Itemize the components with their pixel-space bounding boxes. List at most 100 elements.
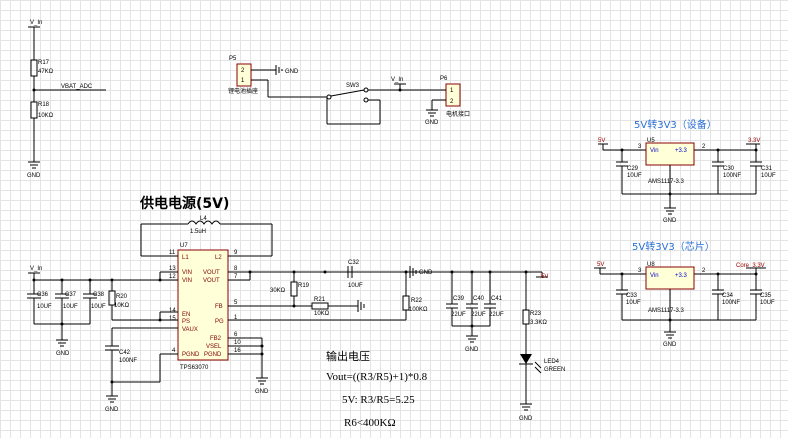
u5-ref: U5 — [647, 138, 655, 144]
u7-pnum-4: 4 — [172, 348, 176, 354]
led-green — [520, 354, 532, 364]
u7-pin-vin1: VIN — [182, 270, 192, 276]
u7-pin-fb: FB — [215, 304, 223, 310]
u7-pin-vin2: VIN — [182, 278, 192, 284]
title-ldo-chip: 5V转3V3（芯片） — [632, 240, 715, 253]
c32-value: 10UF — [348, 283, 363, 289]
r19-value: 30KΩ — [270, 288, 286, 294]
u7-pin-fb2: FB2 — [210, 336, 222, 342]
c41-ref: C41 — [491, 296, 503, 302]
c42-value: 100NF — [119, 358, 137, 364]
gnd-label-c32: GND — [419, 270, 433, 276]
u8-pin3: 3 — [638, 268, 642, 274]
buck-boost-converter: L4 1.5uH U7 TPS63070 L1 VIN VIN EN PS VA… — [27, 216, 565, 422]
u8-pin2: 2 — [702, 268, 706, 274]
r23-value: 3.3KΩ — [530, 320, 547, 326]
net-label-v-in-1: V_In — [30, 20, 42, 26]
note-r6: R6<400KΩ — [344, 417, 396, 429]
r23-ref: R23 — [530, 311, 542, 317]
c35-value: 10UF — [760, 300, 775, 306]
c36-value: 10UF — [37, 304, 52, 310]
u5-vout: +3.3 — [675, 148, 688, 154]
u7-pnum-14: 14 — [169, 308, 176, 314]
c39-value: 22UF — [451, 312, 466, 318]
note-output-voltage: 输出电压 — [326, 349, 370, 363]
p5-pin1: 1 — [241, 78, 245, 84]
net-label-v-in-2: V_In — [391, 77, 403, 83]
u7-pin-vaux: VAUX — [182, 327, 198, 333]
battery-divider: V_In R17 47KΩ VBAT_ADC R18 10KΩ GND — [27, 20, 106, 179]
voltage-notes: 输出电压 Vout=((R3/R5)+1)*0.8 5V: R3/R5=5.25… — [326, 349, 428, 429]
u7-pnum-13: 13 — [169, 266, 176, 272]
title-ldo-device: 5V转3V3（设备） — [634, 118, 717, 131]
net-label-3v3: 3.3V — [748, 138, 760, 144]
connector-p6 — [445, 83, 461, 107]
gnd-label-u7: GND — [255, 389, 269, 395]
p6-ref: P6 — [440, 76, 448, 82]
u7-pin-l2: L2 — [215, 255, 222, 261]
u7-pnum-12: 12 — [169, 274, 176, 280]
p5-pin2: 2 — [241, 68, 245, 74]
net-label-5v-dev: 5V — [598, 138, 605, 144]
net-label-v-in-3: V_In — [30, 266, 42, 272]
note-formula: Vout=((R3/R5)+1)*0.8 — [326, 371, 428, 383]
c30-value: 100NF — [723, 173, 741, 179]
net-label-vbat-adc: VBAT_ADC — [61, 84, 93, 90]
r18-value: 10KΩ — [38, 113, 54, 119]
r20-value: 10KΩ — [114, 303, 130, 309]
gnd-label-p6: GND — [425, 120, 439, 126]
r22-ref: R22 — [411, 298, 423, 304]
ldo-device: 5V U5 Vin +3.3 3 2 AMS1117-3.3 3.3V C29 … — [598, 138, 776, 224]
gnd-label-p5: GND — [285, 69, 299, 75]
u7-pnum-15: 15 — [169, 316, 176, 322]
gnd-label-input: GND — [56, 351, 70, 357]
u7-pin-l1: L1 — [182, 255, 189, 261]
p5-ref: P5 — [229, 56, 237, 62]
c31-value: 10UF — [761, 173, 776, 179]
inductor-l4 — [187, 220, 221, 225]
r19-ref: R19 — [298, 283, 310, 289]
resistor-r18 — [30, 101, 38, 119]
p5-label: 锂电池插座 — [228, 87, 258, 95]
c42-ref: C42 — [119, 350, 131, 356]
u8-part: AMS1117-3.3 — [648, 308, 684, 314]
c37-ref: C37 — [65, 292, 77, 298]
c35-ref: C35 — [760, 293, 772, 299]
u7-pnum-16: 16 — [234, 348, 241, 354]
r17-value: 47KΩ — [38, 69, 54, 75]
l4-ref: L4 — [200, 216, 207, 222]
p6-label: 电机接口 — [446, 110, 470, 118]
chip-u5 — [645, 142, 695, 166]
u7-part: TPS63070 — [180, 365, 209, 371]
gnd-label-u8: GND — [663, 342, 677, 348]
c40-value: 22UF — [471, 312, 486, 318]
u8-ref: U8 — [647, 262, 655, 268]
gnd-label-out: GND — [465, 347, 479, 353]
gnd-label-1: GND — [27, 173, 41, 179]
r17-ref: R17 — [38, 60, 50, 66]
switch-sw3 — [326, 94, 332, 100]
l4-value: 1.5uH — [190, 229, 206, 235]
r21-ref: R21 — [314, 297, 326, 303]
u8-vout: +3.3 — [675, 273, 688, 279]
u7-pin-pg: PG — [215, 319, 224, 325]
connector-p5 — [236, 63, 252, 87]
u7-pin-pgnd-l: PGND — [182, 352, 200, 358]
c37-value: 10UF — [63, 304, 78, 310]
c29-ref: C29 — [627, 166, 639, 172]
ldo-chip: 5V U8 Vin +3.3 3 2 AMS1117-3.3 Core_3.3V… — [594, 262, 775, 348]
u7-pnum-11: 11 — [169, 250, 176, 256]
resistor-r17 — [30, 59, 38, 77]
resistor-r19 — [290, 281, 298, 297]
u7-pin-en: EN — [182, 312, 190, 318]
u7-pin-vsel: VSEL — [206, 344, 222, 350]
c38-value: 10UF — [91, 304, 106, 310]
net-label-5v-chip: 5V — [597, 262, 604, 268]
c41-value: 22UF — [489, 312, 504, 318]
note-ratio: 5V: R3/R5=5.25 — [342, 394, 415, 406]
u7-pin-pgnd-r: PGND — [204, 352, 222, 358]
net-label-core-3v3: Core_3.3V — [736, 263, 765, 269]
c31-ref: C31 — [761, 166, 773, 172]
